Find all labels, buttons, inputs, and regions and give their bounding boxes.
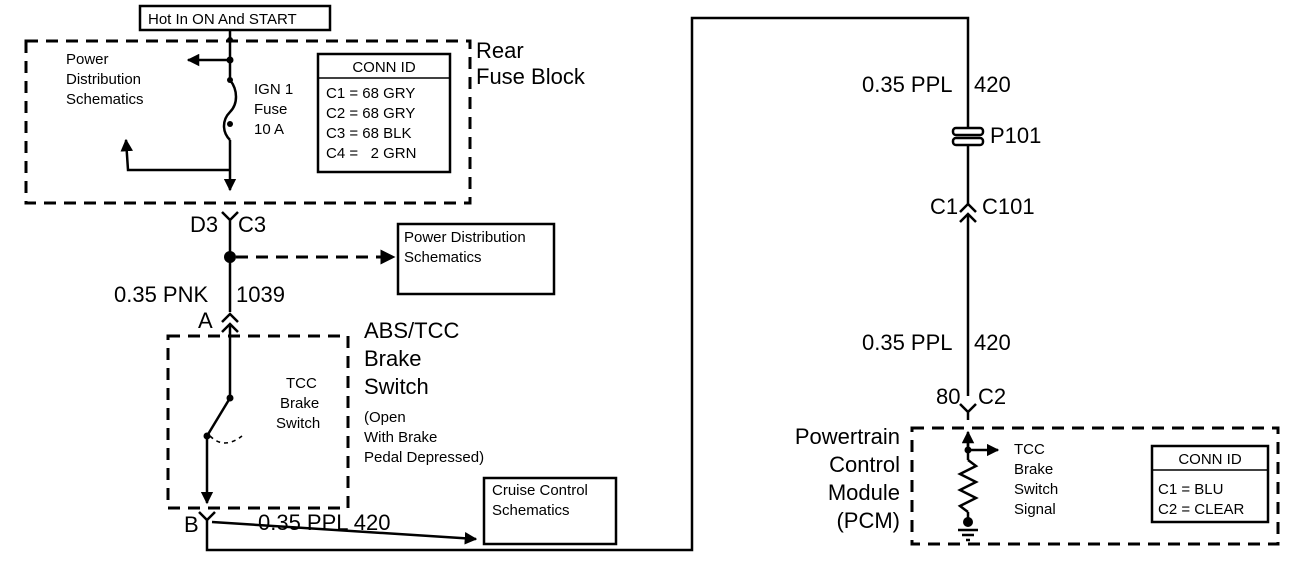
connector-c3-symbol [221,211,239,228]
brake-switch-note-3: Pedal Depressed) [364,449,484,466]
brake-switch-note-1: (Open [364,409,406,426]
hot-in-label: Hot In ON And START [148,11,297,28]
wire-ppl-top-gauge: 0.35 PPL [862,72,953,97]
brake-switch-outline [166,334,350,510]
power-dist-box-line1: Power Distribution [404,229,526,246]
ppl-420-wire [205,16,970,552]
wire-ppl-mid-circuit: 420 [974,330,1011,355]
power-dist-line3: Schematics [66,91,144,108]
pcm-conn-id-row: C1 = BLU [1158,481,1223,498]
rear-conn-id-row: C3 = 68 BLK [326,125,411,142]
pcm-name-1: Powertrain [795,424,900,449]
power-dist-box: Power Distribution Schematics [396,222,556,296]
brake-switch-name-2: Brake [364,346,421,371]
power-dist-line1: Power [66,51,109,68]
rear-conn-id-row: C1 = 68 GRY [326,85,415,102]
pcm-signal-label-1: TCC [1014,441,1045,458]
brake-switch-note-2: With Brake [364,429,437,446]
wire-ppl-top-circuit: 420 [974,72,1011,97]
wire-pnk-gauge: 0.35 PNK [114,282,208,307]
wire-ppl-bottom: 0.35 PPL 420 [258,510,391,535]
wire-ppl-mid-gauge: 0.35 PPL [862,330,953,355]
fuse-label-2: Fuse [254,101,287,118]
switch-blade [205,397,232,437]
cruise-box-line2: Schematics [492,502,570,519]
pcm-name-4: (PCM) [836,508,900,533]
pcm-signal-label-2: Brake [1014,461,1053,478]
hot-in-label-box [138,4,332,32]
splice-p101: P101 [951,123,1041,148]
rear-conn-id-row: C4 = 2 GRN [326,145,416,162]
rear-fuse-block-outline [24,39,472,205]
switch-inner-label-1: TCC [286,375,317,392]
connector-d3-label: D3 [190,212,218,237]
connector-c3-label: C3 [238,212,266,237]
connector-c3: D3 C3 [190,211,266,237]
terminal-b-label: B [184,512,199,537]
pcm-name-3: Module [828,480,900,505]
power-dist-return-arrow [120,138,230,172]
power-dist-line2: Distribution [66,71,141,88]
fuse-label-3: 10 A [254,121,284,138]
feed-node-top [227,37,233,43]
fuse-label-1: IGN 1 [254,81,293,98]
terminal-b-symbol [198,511,216,522]
splice-node [224,251,236,263]
connector-c1-label: C1 [930,194,958,219]
cruise-box-line1: Cruise Control [492,482,588,499]
pcm-conn-id-header: CONN ID [1178,451,1242,468]
connector-c2: 80 C2 [936,384,1006,420]
rear-fuse-block: Hot In ON And START Rear Fuse Block Powe… [24,4,586,205]
cruise-arrow-wire [211,520,478,545]
rear-conn-id-header: CONN ID [352,59,416,76]
splice-p101-label: P101 [990,123,1041,148]
terminal-80-label: 80 [936,384,960,409]
abs-tcc-brake-switch: A TCC Brake Switch ABS/TCC Brake Switch … [166,308,484,510]
pcm-signal-label-3: Switch [1014,481,1058,498]
pcm-signal-label-4: Signal [1014,501,1056,518]
cruise-control-box: Cruise Control Schematics [482,476,618,546]
pull-down-resistor-icon [957,459,979,513]
pcm-conn-id-table: CONN ID C1 = BLU C2 = CLEAR [1150,444,1270,524]
switch-inner-label-2: Brake [280,395,319,412]
fuse-node-top [227,77,233,83]
rear-conn-id-row: C2 = 68 GRY [326,105,415,122]
rear-fuse-block-name-2: Fuse Block [476,64,586,89]
pcm-module: Powertrain Control Module (PCM) TCC Brak… [795,424,1280,546]
pcm-name-2: Control [829,452,900,477]
terminal-c2-label: C2 [978,384,1006,409]
fuse-symbol [222,79,238,141]
connector-c2-symbol [959,403,977,420]
fuse-node-bottom [227,121,233,127]
connector-c101-label: C101 [982,194,1035,219]
brake-switch-name-1: ABS/TCC [364,318,459,343]
rear-fuse-block-name-1: Rear [476,38,524,63]
ground-node [963,517,973,527]
connector-c101: C1 C101 [930,194,1035,223]
power-dist-box-line2: Schematics [404,249,482,266]
rear-fuse-conn-id-table: CONN ID C1 = 68 GRY C2 = 68 GRY C3 = 68 … [316,52,452,174]
brake-switch-name-3: Switch [364,374,429,399]
switch-inner-label-3: Switch [276,415,320,432]
switch-actuator [209,435,243,444]
terminal-a-label: A [198,308,213,333]
pcm-outline [910,426,1280,546]
pcm-conn-id-row: C2 = CLEAR [1158,501,1244,518]
wire-pnk-circuit: 1039 [236,282,285,307]
